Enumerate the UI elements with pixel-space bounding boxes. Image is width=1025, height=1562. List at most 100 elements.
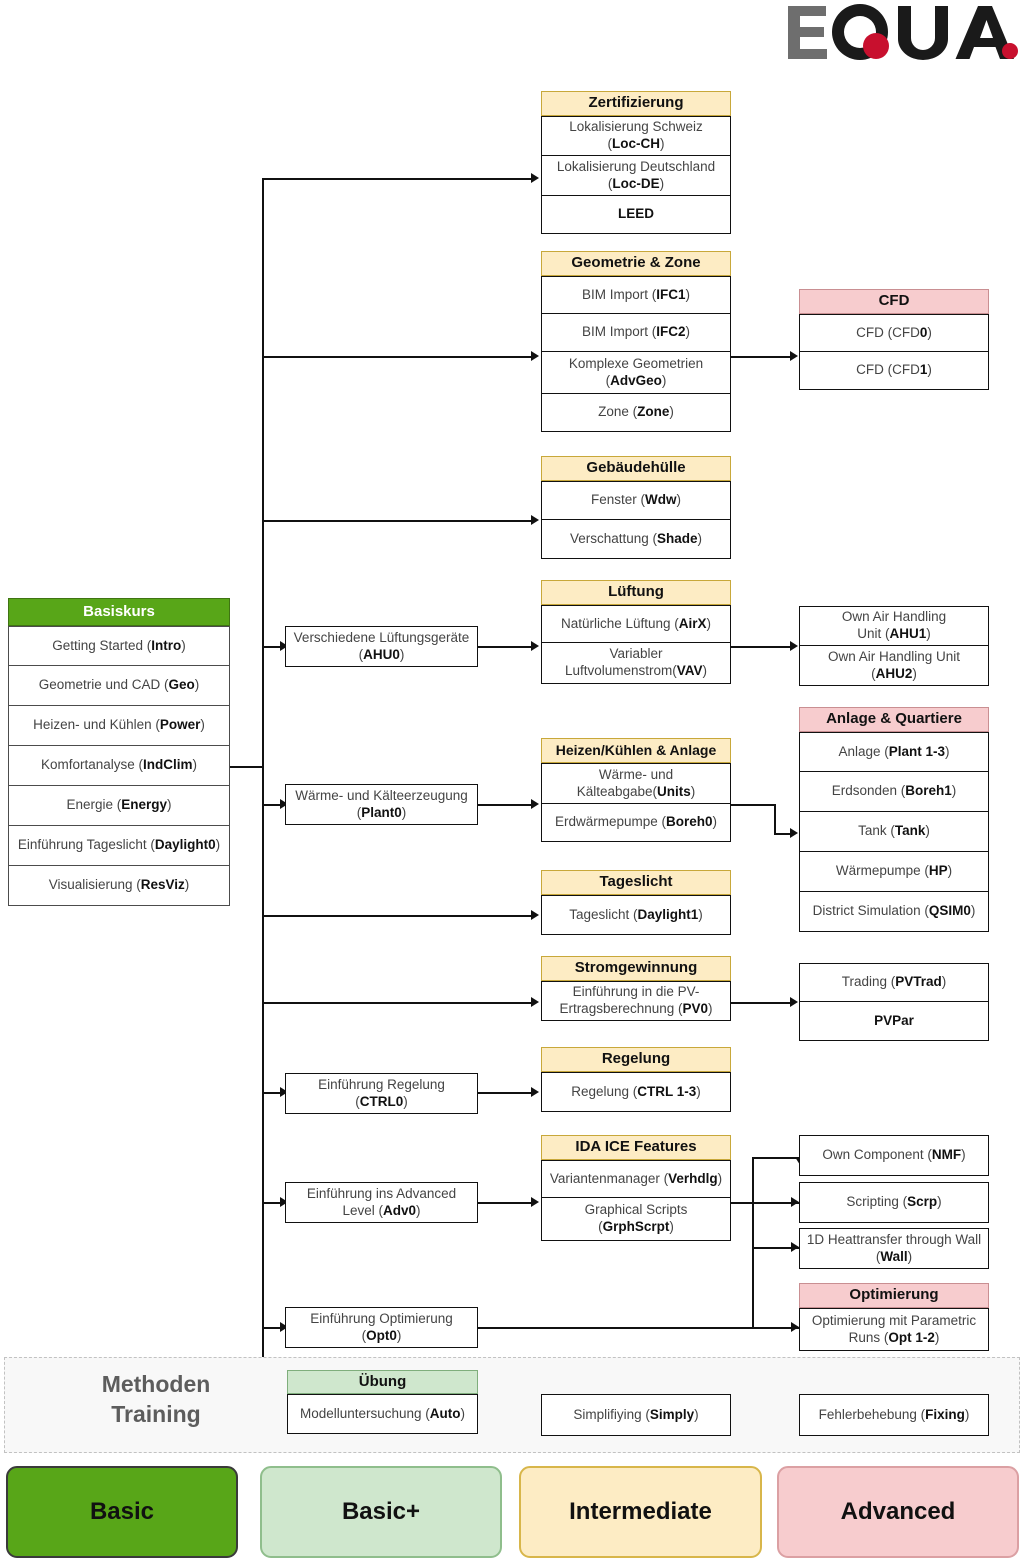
item-text: Trading (PVTrad)	[841, 974, 947, 990]
connector-ahu0-to-lueftung	[478, 646, 533, 648]
legend-item-intermediate[interactable]: Intermediate	[519, 1466, 762, 1558]
item-cfd1[interactable]: CFD (CFD1)	[799, 352, 989, 390]
connector-adv0-to-idaice	[478, 1202, 533, 1204]
basiskurs-item-geo[interactable]: Geometrie und CAD (Geo)	[8, 666, 230, 706]
item-grphscrpt[interactable]: Graphical Scripts(GrphScrpt)	[541, 1198, 731, 1241]
item-verhdlg[interactable]: Variantenmanager (Verhdlg)	[541, 1160, 731, 1198]
connector-lueftung-to-ahu-own	[731, 646, 791, 648]
basiskurs-item-power[interactable]: Heizen- und Kühlen (Power)	[8, 706, 230, 746]
mt-line1: Methoden	[101, 1371, 211, 1397]
box-ctrl0[interactable]: Einführung Regelung(CTRL0)	[285, 1073, 478, 1114]
legend-item-advanced[interactable]: Advanced	[777, 1466, 1019, 1558]
item-plant13[interactable]: Anlage (Plant 1-3)	[799, 732, 989, 772]
basiskurs-item-energy[interactable]: Energie (Energy)	[8, 786, 230, 826]
item-hp[interactable]: Wärmepumpe (HP)	[799, 852, 989, 892]
item-text: Zone (Zone)	[598, 404, 674, 420]
arrow-plant0	[280, 799, 288, 809]
item-pvtrad[interactable]: Trading (PVTrad)	[799, 963, 989, 1002]
box-opt0[interactable]: Einführung Optimierung(Opt0)	[285, 1307, 478, 1348]
group-title: Regelung	[541, 1047, 731, 1072]
item-boreh0[interactable]: Erdwärmepumpe (Boreh0)	[541, 804, 731, 842]
group-cfd: CFD CFD (CFD0) CFD (CFD1)	[799, 289, 989, 390]
item-text: Erdsonden (Boreh1)	[831, 783, 957, 799]
arrow-stromgewinnung	[531, 997, 539, 1007]
item-loc-de[interactable]: Lokalisierung Deutschland(Loc-DE)	[541, 156, 731, 196]
arrow-ahu-own	[790, 641, 798, 651]
item-zone[interactable]: Zone (Zone)	[541, 394, 731, 432]
item-pv0[interactable]: Einführung in die PV-Ertragsberechnung (…	[541, 981, 731, 1021]
item-advgeo[interactable]: Komplexe Geometrien(AdvGeo)	[541, 352, 731, 394]
group-title: Zertifizierung	[541, 91, 731, 116]
item-ifc1[interactable]: BIM Import (IFC1)	[541, 276, 731, 314]
box-wall[interactable]: 1D Heattransfer through Wall(Wall)	[799, 1228, 989, 1269]
group-title: Gebäudehülle	[541, 456, 731, 481]
item-text: Komplexe Geometrien(AdvGeo)	[568, 355, 704, 388]
item-leed[interactable]: LEED	[541, 196, 731, 234]
item-daylight1[interactable]: Tageslicht (Daylight1)	[541, 895, 731, 935]
item-text: Lokalisierung Schweiz(Loc-CH)	[569, 119, 703, 151]
legend-item-basic[interactable]: Basic	[6, 1466, 238, 1558]
item-ifc2[interactable]: BIM Import (IFC2)	[541, 314, 731, 352]
item-text: CFD (CFD1)	[856, 362, 932, 378]
connector-trunk-stub	[230, 766, 264, 768]
connector-to-opt0	[262, 1327, 282, 1329]
item-text: Einführung in die PV-Ertragsberechnung (…	[559, 984, 713, 1016]
item-text: Wärmepumpe (HP)	[835, 863, 953, 879]
box-nmf[interactable]: Own Component (NMF)	[799, 1135, 989, 1176]
item-text: Geometrie und CAD (Geo)	[38, 677, 200, 693]
connector-geometrie-to-cfd	[731, 356, 791, 358]
arrow-lueftung	[531, 641, 539, 651]
box-plant0[interactable]: Wärme- und Kälteerzeugung(Plant0)	[285, 784, 478, 825]
group-lueftung: Lüftung Natürliche Lüftung (AirX) Variab…	[541, 580, 731, 684]
group-title: Optimierung	[799, 1283, 989, 1308]
basiskurs-item-resviz[interactable]: Visualisierung (ResViz)	[8, 866, 230, 906]
group-title: Lüftung	[541, 580, 731, 605]
item-text: Lokalisierung Deutschland(Loc-DE)	[556, 158, 716, 191]
item-boreh1[interactable]: Erdsonden (Boreh1)	[799, 772, 989, 812]
connector-to-ahu0	[262, 646, 282, 648]
group-ida-ice-features: IDA ICE Features Variantenmanager (Verhd…	[541, 1135, 731, 1241]
basiskurs-item-intro[interactable]: Getting Started (Intro)	[8, 626, 230, 666]
group-anlage-quartiere: Anlage & Quartiere Anlage (Plant 1-3) Er…	[799, 707, 989, 932]
connector-bus-to-wall	[752, 1247, 800, 1249]
item-text: District Simulation (QSIM0)	[812, 903, 976, 919]
box-fixing[interactable]: Fehlerbehebung (Fixing)	[799, 1394, 989, 1436]
group-regelung: Regelung Regelung (CTRL 1-3)	[541, 1047, 731, 1112]
item-ahu2[interactable]: Own Air Handling Unit(AHU2)	[799, 646, 989, 686]
arrow-geometrie	[531, 351, 539, 361]
box-simply[interactable]: Simplifiying (Simply)	[541, 1394, 731, 1436]
item-qsim0[interactable]: District Simulation (QSIM0)	[799, 892, 989, 932]
connector-to-geometrie	[262, 356, 533, 358]
group-title: CFD	[799, 289, 989, 314]
item-text: Natürliche Lüftung (AirX)	[560, 615, 712, 631]
item-cfd0[interactable]: CFD (CFD0)	[799, 314, 989, 352]
item-pvpar[interactable]: PVPar	[799, 1002, 989, 1041]
item-shade[interactable]: Verschattung (Shade)	[541, 520, 731, 559]
item-text: CFD (CFD0)	[856, 324, 932, 340]
item-text: Fehlerbehebung (Fixing)	[818, 1406, 970, 1422]
box-scrp[interactable]: Scripting (Scrp)	[799, 1182, 989, 1223]
arrow-idaice	[531, 1197, 539, 1207]
box-ahu0[interactable]: Verschiedene Lüftungsgeräte(AHU0)	[285, 626, 478, 667]
item-loc-ch[interactable]: Lokalisierung Schweiz(Loc-CH)	[541, 116, 731, 156]
arrow-zertifizierung	[531, 173, 539, 183]
group-uebung: Übung Modelluntersuchung (Auto)	[287, 1370, 478, 1434]
item-tank[interactable]: Tank (Tank)	[799, 812, 989, 852]
item-ctrl13[interactable]: Regelung (CTRL 1-3)	[541, 1072, 731, 1112]
legend-item-basic-plus[interactable]: Basic+	[260, 1466, 502, 1558]
group-title: Geometrie & Zone	[541, 251, 731, 276]
methoden-training-label: Methoden Training	[46, 1370, 266, 1430]
item-wdw[interactable]: Fenster (Wdw)	[541, 481, 731, 520]
item-auto[interactable]: Modelluntersuchung (Auto)	[287, 1394, 478, 1434]
item-airx[interactable]: Natürliche Lüftung (AirX)	[541, 605, 731, 643]
basiskurs-item-indclim[interactable]: Komfortanalyse (IndClim)	[8, 746, 230, 786]
basiskurs-title: Basiskurs	[8, 598, 230, 626]
basiskurs-item-daylight0[interactable]: Einführung Tageslicht (Daylight0)	[8, 826, 230, 866]
